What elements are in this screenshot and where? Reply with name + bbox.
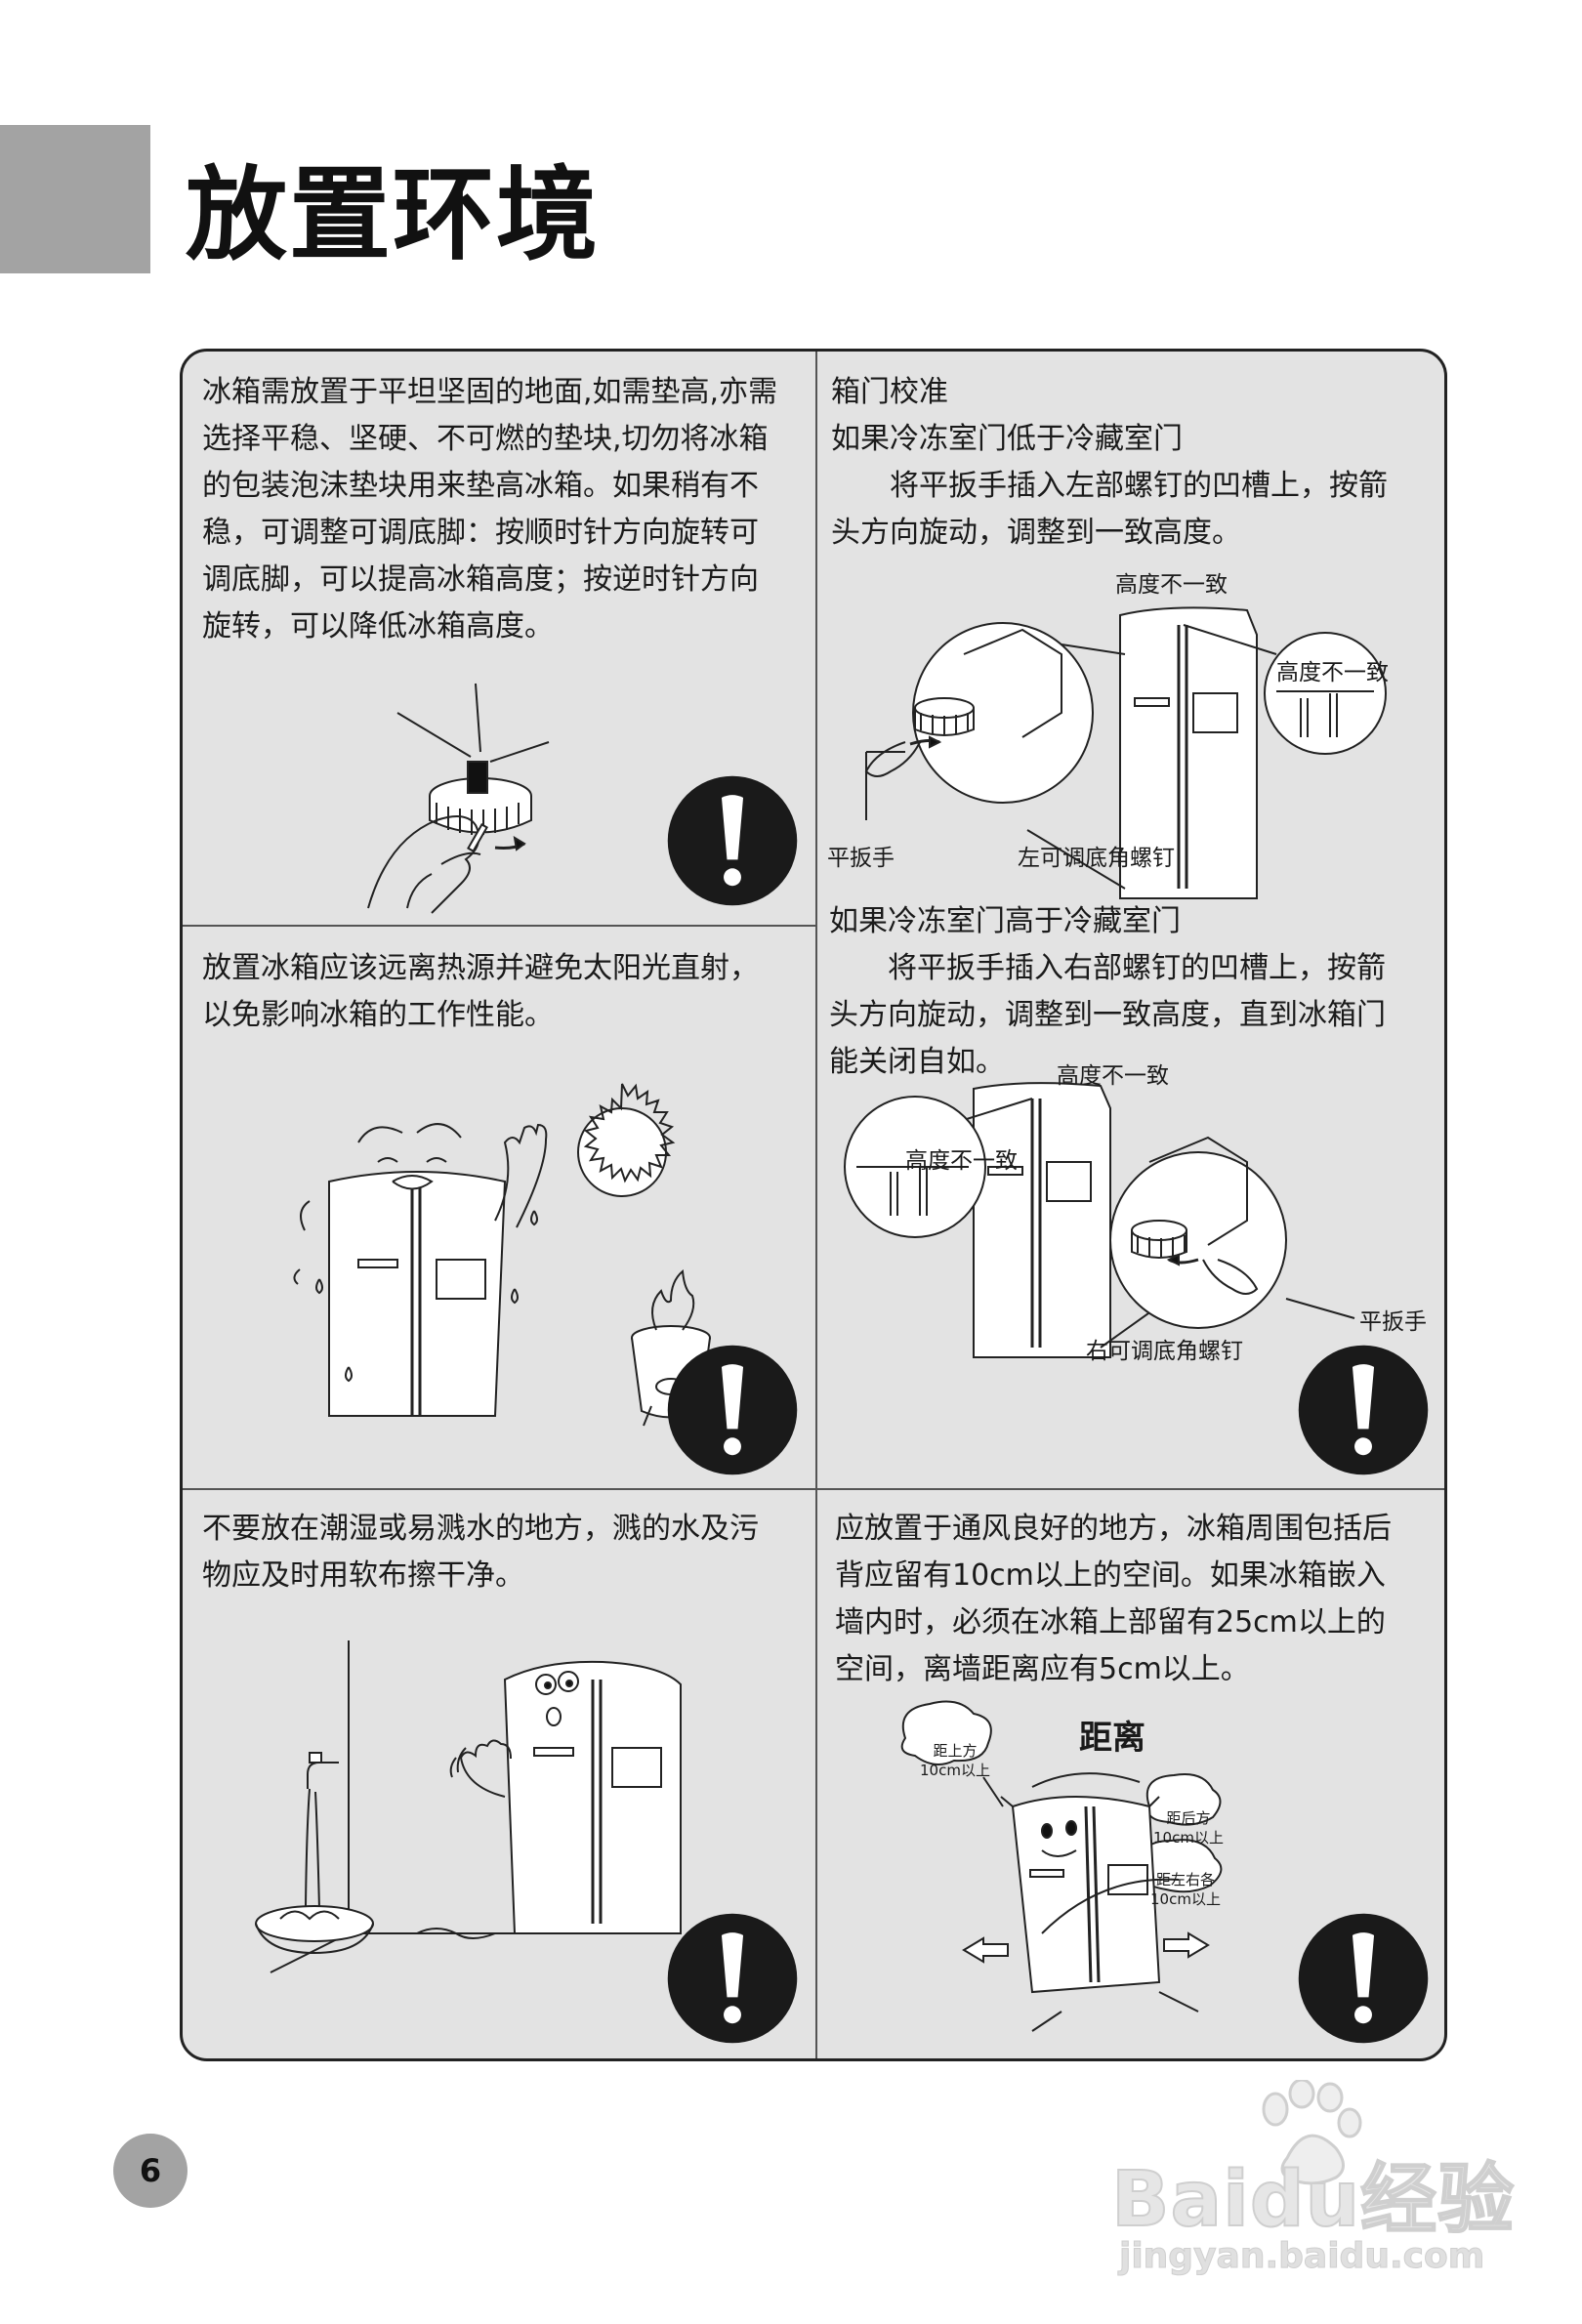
warning-icon bbox=[1298, 1345, 1429, 1475]
text-line: 将平扳手插入右部螺钉的凹槽上，按箭 bbox=[888, 951, 1386, 985]
case2-height-label-zoom: 高度不一致 bbox=[905, 1148, 1018, 1174]
back-distance-bubble: 距后方 10cm以上 bbox=[1149, 1808, 1228, 1847]
door-calibration-case2-illustration bbox=[844, 1082, 1355, 1358]
content-panel: 冰箱需放置于平坦坚固的地面,如需垫高,亦需 选择平稳、坚硬、不可燃的垫块,切勿将… bbox=[180, 349, 1447, 2061]
moisture-text: 不要放在潮湿或易溅水的地方，溅的水及污 物应及时用软布擦干净。 bbox=[202, 1506, 808, 1599]
ventilation-text: 应放置于通风良好的地方，冰箱周围包括后 背应留有10cm以上的空间。如果冰箱嵌入… bbox=[835, 1506, 1440, 1693]
text-line: 背应留有10cm以上的空间。如果冰箱嵌入 bbox=[835, 1558, 1386, 1593]
side-distance-bubble: 距左右各 10cm以上 bbox=[1142, 1870, 1229, 1909]
text-line: 应放置于通风良好的地方，冰箱周围包括后 bbox=[835, 1512, 1392, 1546]
warning-icon bbox=[667, 1345, 798, 1475]
door-calibration-heading: 箱门校准 bbox=[831, 375, 948, 409]
hot-fridge-illustration bbox=[293, 1083, 711, 1427]
door-calibration-case1: 箱门校准 如果冷冻室门低于冷藏室门 将平扳手插入左部螺钉的凹槽上，按箭 头方向旋… bbox=[831, 369, 1438, 557]
baidu-watermark: Baidu经验 jingyan.baidu.com bbox=[1110, 2080, 1515, 2295]
row-divider-2 bbox=[183, 1488, 1444, 1490]
heat-text: 放置冰箱应该远离热源并避免太阳光直射， 以免影响冰箱的工作性能。 bbox=[202, 945, 808, 1039]
bubble-line: 距后方 bbox=[1166, 1809, 1211, 1827]
distance-label: 距离 bbox=[1079, 1719, 1145, 1758]
text-line: 物应及时用软布擦干净。 bbox=[202, 1558, 524, 1593]
text-line: 空间，离墙距离应有5cm以上。 bbox=[835, 1652, 1250, 1686]
text-line: 稳，可调整可调底脚：按顺时针方向旋转可 bbox=[202, 516, 759, 550]
case2-height-label-top: 高度不一致 bbox=[1057, 1063, 1169, 1089]
paw-icon bbox=[1262, 2080, 1362, 2185]
top-distance-bubble: 距上方 10cm以上 bbox=[906, 1741, 1004, 1780]
text-line: 冰箱需放置于平坦坚固的地面,如需垫高,亦需 bbox=[202, 375, 778, 409]
warning-icon bbox=[667, 775, 798, 906]
case2-screw-label: 右可调底角螺钉 bbox=[1086, 1339, 1243, 1364]
text-line: 将平扳手插入左部螺钉的凹槽上，按箭 bbox=[890, 469, 1388, 503]
bubble-line: 10cm以上 bbox=[1150, 1890, 1221, 1908]
text-line: 旋转，可以降低冰箱高度。 bbox=[202, 609, 554, 643]
case1-height-label-zoom: 高度不一致 bbox=[1276, 660, 1389, 685]
bubble-line: 10cm以上 bbox=[1153, 1829, 1224, 1847]
case1-title: 如果冷冻室门低于冷藏室门 bbox=[831, 422, 1183, 456]
ventilation-illustration bbox=[900, 1700, 1223, 2032]
page-number: 6 bbox=[113, 2134, 187, 2208]
text-line: 以免影响冰箱的工作性能。 bbox=[202, 998, 554, 1032]
header-grey-tab bbox=[0, 125, 150, 273]
warning-icon bbox=[667, 1913, 798, 2044]
text-line: 能关闭自如。 bbox=[829, 1045, 1005, 1079]
level-floor-text: 冰箱需放置于平坦坚固的地面,如需垫高,亦需 选择平稳、坚硬、不可燃的垫块,切勿将… bbox=[202, 369, 808, 650]
adjustable-foot-illustration bbox=[367, 683, 550, 914]
case2-title: 如果冷冻室门高于冷藏室门 bbox=[829, 904, 1181, 938]
watermark-brand: Baidu经验 bbox=[1110, 2155, 1516, 2245]
door-calibration-case2: 如果冷冻室门高于冷藏室门 将平扳手插入右部螺钉的凹槽上，按箭 头方向旋动，调整到… bbox=[829, 898, 1436, 1086]
text-line: 头方向旋动，调整到一致高度。 bbox=[831, 516, 1241, 550]
case2-wrench-label: 平扳手 bbox=[1359, 1309, 1427, 1335]
bubble-line: 10cm以上 bbox=[920, 1762, 990, 1779]
column-divider bbox=[815, 352, 817, 2058]
text-line: 头方向旋动，调整到一致高度，直到冰箱门 bbox=[829, 998, 1386, 1032]
wet-fridge-illustration bbox=[255, 1640, 682, 1973]
warning-icon bbox=[1298, 1913, 1429, 2044]
case1-screw-label: 左可调底角螺钉 bbox=[1018, 846, 1175, 871]
door-calibration-case1-illustration bbox=[864, 606, 1387, 899]
text-line: 墙内时，必须在冰箱上部留有25cm以上的 bbox=[835, 1605, 1386, 1639]
text-line: 调底脚，可以提高冰箱高度；按逆时针方向 bbox=[202, 562, 759, 597]
text-line: 不要放在潮湿或易溅水的地方，溅的水及污 bbox=[202, 1512, 759, 1546]
row-divider-left-1 bbox=[183, 925, 815, 927]
bubble-line: 距上方 bbox=[933, 1742, 978, 1760]
text-line: 的包装泡沫垫块用来垫高冰箱。如果稍有不 bbox=[202, 469, 759, 503]
case1-height-label-top: 高度不一致 bbox=[1115, 572, 1228, 598]
bubble-line: 距左右各 bbox=[1155, 1871, 1215, 1888]
text-line: 选择平稳、坚硬、不可燃的垫块,切勿将冰箱 bbox=[202, 422, 769, 456]
case1-wrench-label: 平扳手 bbox=[827, 846, 895, 871]
watermark-url: jingyan.baidu.com bbox=[1118, 2236, 1485, 2277]
page-title: 放置环境 bbox=[186, 155, 601, 274]
text-line: 放置冰箱应该远离热源并避免太阳光直射， bbox=[202, 951, 759, 985]
